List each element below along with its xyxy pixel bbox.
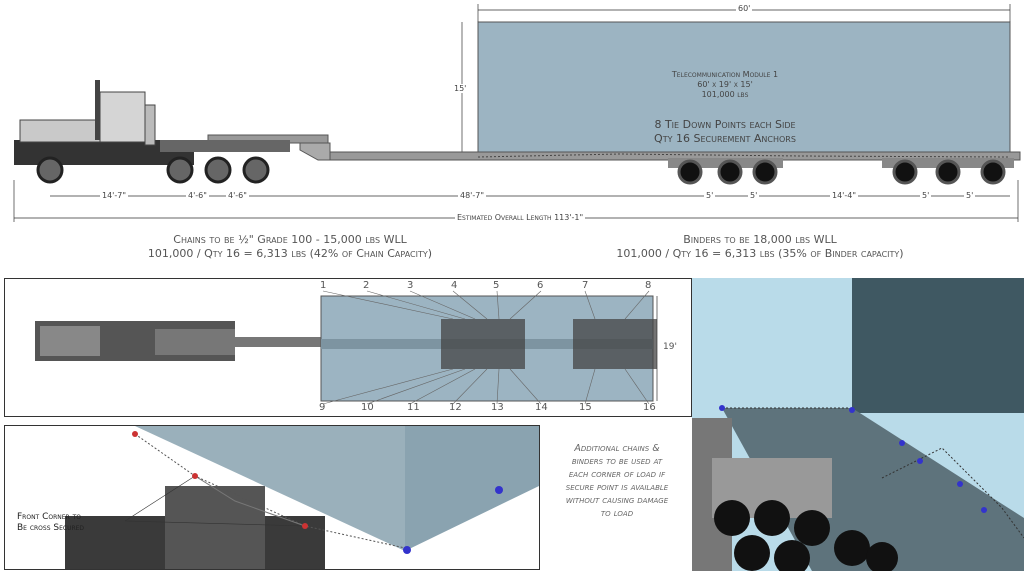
callout-line: Front Corner to — [17, 512, 81, 522]
tie-down-note: 8 Tie Down Points each Side Qty 16 Secur… — [600, 118, 850, 146]
corner-detail-panel: Front Corner to Be cross Secured — [4, 425, 540, 570]
point-label: 5 — [493, 280, 500, 291]
load-weight: 101,000 lbs — [701, 90, 749, 99]
dim: 5' — [748, 191, 760, 200]
point-label: 2 — [363, 280, 370, 291]
note-line: without causing damage — [565, 495, 669, 506]
anchor-icon — [192, 473, 198, 479]
dim: 5' — [704, 191, 716, 200]
point-label: 11 — [407, 402, 420, 413]
point-label: 4 — [451, 280, 458, 291]
side-view-drawing — [13, 4, 1021, 222]
corner-callout: Front Corner to Be cross Secured — [17, 512, 84, 534]
dim: 48'-7" — [458, 191, 487, 200]
callout-line: Be cross Secured — [17, 523, 85, 533]
dim: 14'-4" — [830, 191, 859, 200]
point-label: 15 — [579, 402, 592, 413]
load-height-dim: 15' — [452, 84, 469, 93]
render-perspective — [692, 278, 1024, 571]
point-label: 13 — [491, 402, 504, 413]
dim: 14'-7" — [100, 191, 129, 200]
note-line: each corner of load if — [568, 469, 666, 480]
point-label: 3 — [407, 280, 414, 291]
point-label: 14 — [535, 402, 548, 413]
point-label: 1 — [320, 280, 327, 291]
anchor-icon — [403, 546, 411, 554]
securement-anchors: Qty 16 Securement Anchors — [654, 132, 796, 145]
width-dim: 19' — [663, 342, 677, 352]
point-label: 7 — [582, 280, 589, 291]
dim: 4'-6" — [186, 191, 209, 200]
top-view-drawing — [35, 290, 658, 405]
point-label: 16 — [643, 402, 656, 413]
point-label: 12 — [449, 402, 462, 413]
load-length-dim: 60' — [736, 4, 753, 13]
anchor-icon — [132, 431, 138, 437]
point-label: 9 — [319, 402, 326, 413]
load-name: Telecommunication Module 1 — [671, 70, 779, 79]
note-line: secure point is available — [565, 482, 669, 493]
dim: 5' — [920, 191, 932, 200]
corner-detail-drawing — [65, 426, 539, 569]
truck — [14, 80, 290, 165]
dim: 5' — [964, 191, 976, 200]
load-dimensions: 60' x 19' x 15' — [697, 80, 753, 89]
top-view-panel: 1 2 3 4 5 6 7 8 9 10 11 12 13 14 15 16 1… — [4, 278, 692, 417]
render-drawing — [692, 278, 1024, 571]
anchor-icon — [302, 523, 308, 529]
note-line: Additional chains & — [574, 443, 660, 454]
anchor-icon — [495, 486, 503, 494]
tie-down-points: 8 Tie Down Points each Side — [654, 118, 796, 131]
binder-spec: Binders to be 18,000 lbs WLL — [683, 233, 837, 246]
binder-calc: 101,000 / Qty 16 = 6,313 lbs (35% of Bin… — [616, 247, 904, 260]
chain-note: Chains to be ½" Grade 100 - 15,000 lbs W… — [100, 233, 480, 261]
chain-calc: 101,000 / Qty 16 = 6,313 lbs (42% of Cha… — [147, 247, 433, 260]
additional-note: Additional chains & binders to be used a… — [542, 442, 692, 520]
note-line: to load — [600, 508, 634, 519]
point-label: 10 — [361, 402, 374, 413]
point-label: 8 — [645, 280, 652, 291]
point-label: 6 — [537, 280, 544, 291]
chain-spec: Chains to be ½" Grade 100 - 15,000 lbs W… — [173, 233, 407, 246]
chain — [477, 153, 1011, 158]
dim: 4'-6" — [226, 191, 249, 200]
load-label: Telecommunication Module 1 60' x 19' x 1… — [600, 70, 850, 100]
overall-length: Estimated Overall Length 113'-1" — [455, 213, 586, 222]
binder-note: Binders to be 18,000 lbs WLL 101,000 / Q… — [570, 233, 950, 261]
note-line: binders to be used at — [571, 456, 663, 467]
load-box — [477, 21, 1011, 158]
